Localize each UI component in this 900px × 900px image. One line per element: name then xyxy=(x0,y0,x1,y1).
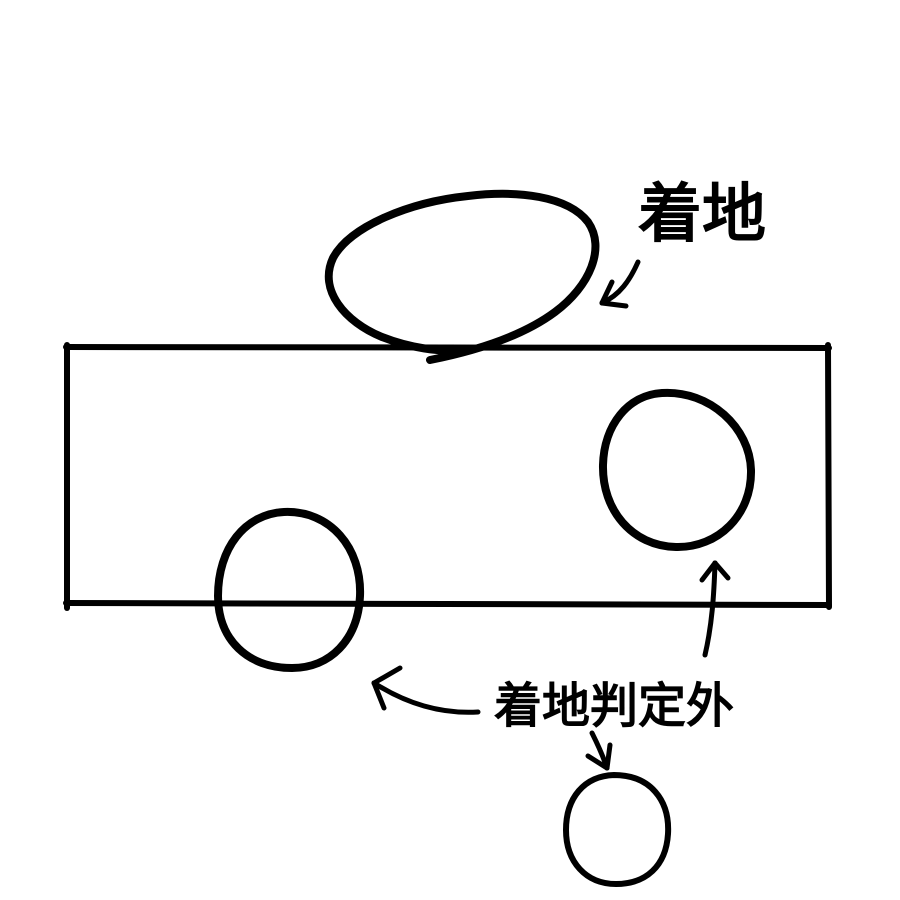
object-below-platform xyxy=(563,772,672,887)
out-of-landing-check-label: 着地判定外 xyxy=(493,678,734,734)
object-inside-platform xyxy=(598,388,756,552)
platform-right-edge xyxy=(825,342,832,610)
out-arrow-to-left-object xyxy=(371,665,481,715)
object-on-bottom-edge xyxy=(214,507,365,672)
landed-object xyxy=(324,189,600,364)
platform-bottom-edge xyxy=(63,600,832,608)
landing-arrow xyxy=(599,259,641,309)
out-arrow-to-bottom-object xyxy=(585,730,613,771)
out-arrow-to-right-object xyxy=(699,560,731,658)
landing-label: 着地 xyxy=(638,178,766,252)
